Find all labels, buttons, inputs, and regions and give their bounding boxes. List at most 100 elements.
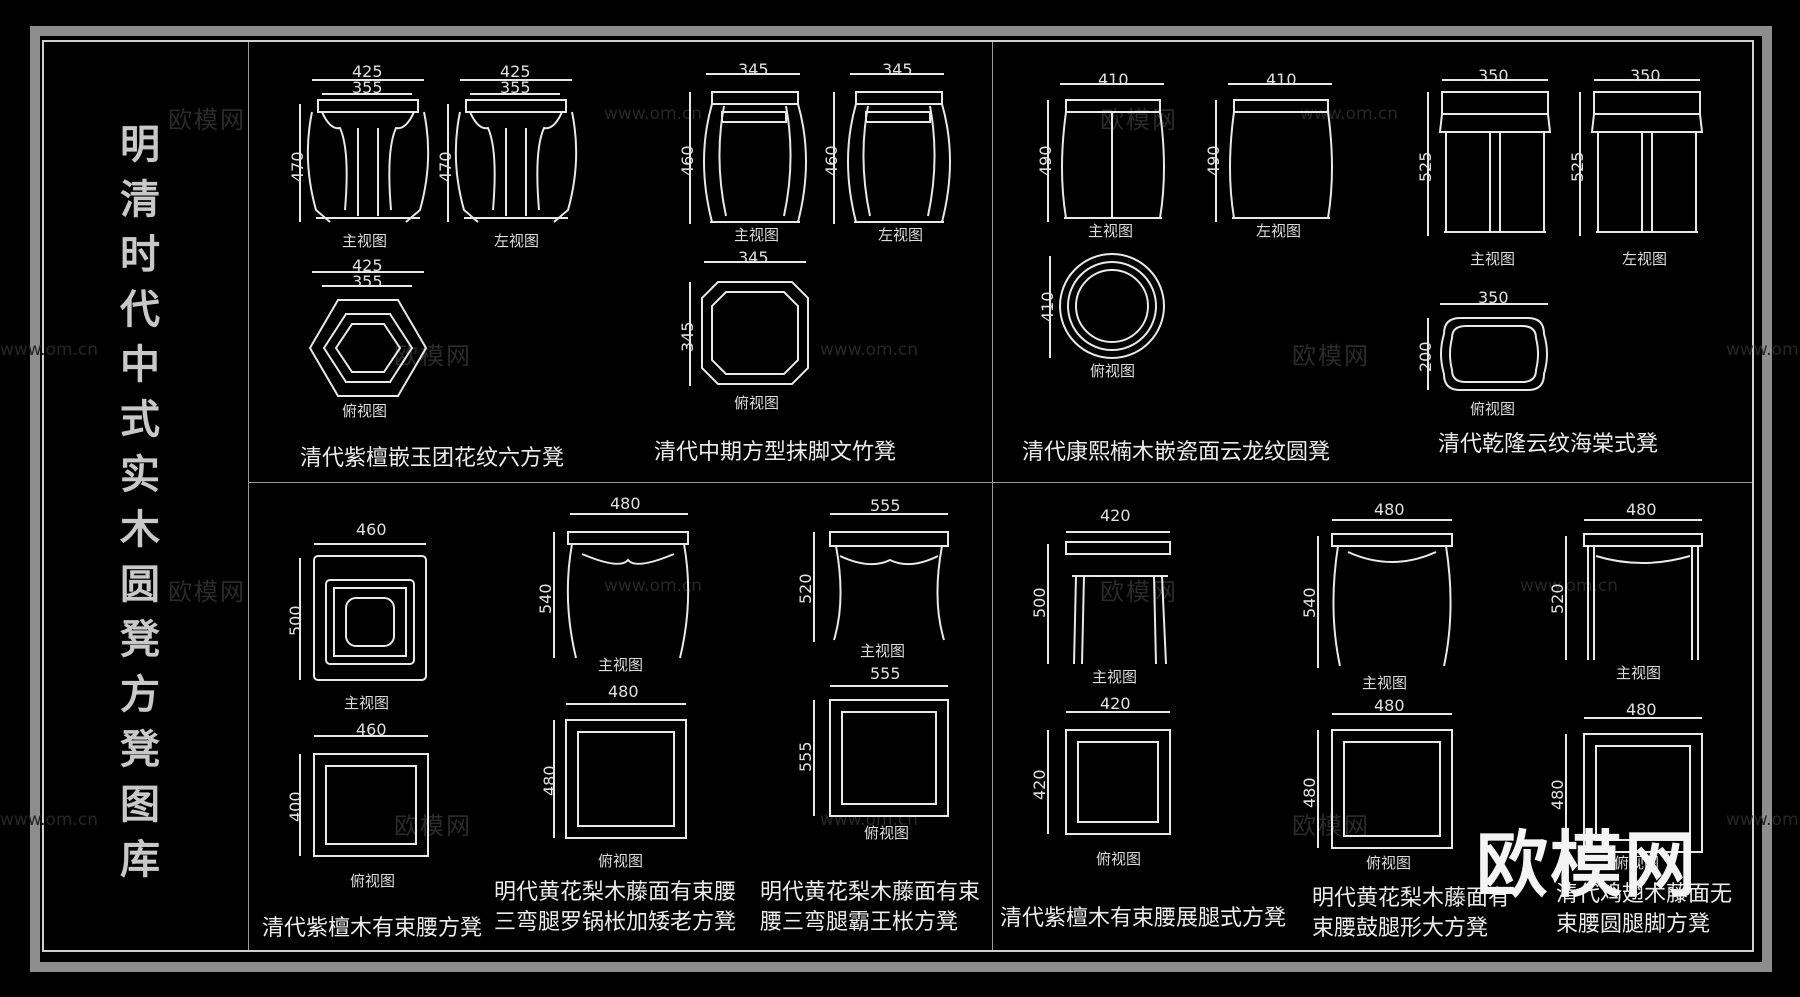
dim-label: 345 <box>738 248 769 267</box>
stool-8-top-view <box>1047 711 1171 835</box>
stool-1-left-view <box>447 79 578 223</box>
stool-2-top-view <box>689 261 809 386</box>
stool-7-front-view <box>813 513 949 642</box>
stool-9-front-view <box>1317 519 1453 668</box>
view-caption: 俯视图 <box>1096 850 1142 868</box>
dim-label: 420 <box>1100 506 1131 525</box>
dim-label: 490 <box>1036 145 1055 176</box>
stool-8-front-view <box>1047 531 1171 665</box>
item-title: 明代黄花梨木藤面有束腰三弯腿罗锅枨加矮老方凳 <box>494 880 737 935</box>
item-title: 清代乾隆云纹海棠式凳 <box>1438 432 1659 457</box>
view-caption: 主视图 <box>1088 222 1134 240</box>
dim-label: 425 <box>352 256 383 275</box>
dim-label: 355 <box>500 78 531 97</box>
stool-3-top-view <box>1049 253 1165 359</box>
dim-label: 345 <box>678 321 697 352</box>
watermark-url: www.om.cn <box>604 104 703 124</box>
side-title: 明清时代中式实木圆凳方凳图库 <box>120 122 160 883</box>
dim-label: 350 <box>1630 66 1661 85</box>
stool-4-front-view <box>1427 79 1552 236</box>
view-caption: 俯视图 <box>598 852 644 870</box>
view-caption: 俯视图 <box>342 402 388 420</box>
dim-label: 480 <box>608 682 639 701</box>
view-caption: 左视图 <box>1256 222 1302 240</box>
dim-label: 525 <box>1416 151 1435 182</box>
watermark-url: www.om.cn <box>1726 340 1800 360</box>
view-caption: 主视图 <box>860 642 906 660</box>
dim-label: 410 <box>1038 291 1057 322</box>
outer-frame <box>30 26 1772 972</box>
watermark: 欧模网 <box>1292 342 1370 370</box>
divider-middle <box>992 42 993 950</box>
dim-label: 410 <box>1266 70 1297 89</box>
view-caption: 俯视图 <box>734 394 780 412</box>
dim-label: 355 <box>352 78 383 97</box>
view-caption: 左视图 <box>494 232 540 250</box>
dim-label: 470 <box>436 151 455 182</box>
dim-label: 355 <box>352 272 383 291</box>
dim-label: 480 <box>1626 700 1657 719</box>
dim-label: 420 <box>1030 769 1049 800</box>
view-caption: 主视图 <box>734 226 780 244</box>
stool-6-front-view <box>553 513 690 659</box>
dim-label: 525 <box>1568 151 1587 182</box>
stool-10-top-view <box>1565 717 1703 853</box>
dim-label: 460 <box>356 520 387 539</box>
stool-1-top-view <box>308 271 428 397</box>
site-logo: 欧模网 <box>1476 823 1699 907</box>
item-title: 清代中期方型抹脚文竹凳 <box>654 440 897 465</box>
watermark-url: www.om.cn <box>1726 810 1800 830</box>
stool-4-top-view <box>1427 303 1548 391</box>
dim-label: 460 <box>822 145 841 176</box>
stool-4-left-view <box>1579 79 1704 236</box>
view-caption: 左视图 <box>1622 250 1668 268</box>
dim-label: 480 <box>1374 696 1405 715</box>
item-title: 明代黄花梨木藤面有束腰鼓腿形大方凳 <box>1312 886 1511 941</box>
stool-1-front-view <box>299 79 430 223</box>
item-title: 清代鸡翅木藤面无束腰圆腿脚方凳 <box>1556 882 1733 937</box>
dim-label: 420 <box>1100 694 1131 713</box>
inner-frame <box>42 40 1754 952</box>
dim-label: 345 <box>882 60 913 79</box>
dim-label: 425 <box>500 62 531 81</box>
dim-label: 480 <box>540 765 559 796</box>
stool-2-left-view <box>833 73 951 224</box>
divider-left <box>248 42 249 950</box>
dim-label: 425 <box>352 62 383 81</box>
stool-2-front-view <box>689 73 807 224</box>
watermark-url: www.om.cn <box>820 340 919 360</box>
stool-3-front-view <box>1047 83 1165 222</box>
dim-label: 490 <box>1204 145 1223 176</box>
watermark: 欧模网 <box>394 812 472 840</box>
view-caption: 俯视图 <box>864 824 910 842</box>
item-title: 明代黄花梨木藤面有束腰三弯腿霸王枨方凳 <box>760 880 981 935</box>
view-caption: 主视图 <box>344 694 390 712</box>
dim-label: 540 <box>1300 587 1319 618</box>
dim-label: 345 <box>738 60 769 79</box>
divider-horizontal <box>249 482 1752 483</box>
view-caption: 俯视图 <box>1366 854 1412 872</box>
dim-label: 350 <box>1478 288 1509 307</box>
stool-3-left-view <box>1215 83 1333 222</box>
watermark-url: www.om.cn <box>604 576 703 596</box>
dim-label: 520 <box>1548 583 1567 614</box>
dim-label: 500 <box>1030 587 1049 618</box>
item-title: 清代康熙楠木嵌瓷面云龙纹圆凳 <box>1022 440 1331 465</box>
item-title: 清代紫檀木有束腰展腿式方凳 <box>1000 906 1287 931</box>
watermark-url: www.om.cn <box>0 810 99 830</box>
dim-label: 540 <box>536 583 555 614</box>
watermark: 欧模网 <box>168 106 246 134</box>
view-caption: 主视图 <box>598 656 644 674</box>
stool-10-front-view <box>1565 519 1703 660</box>
dim-label: 400 <box>286 791 305 822</box>
watermark: 欧模网 <box>168 578 246 606</box>
dim-label: 200 <box>1416 341 1435 372</box>
dim-label: 555 <box>870 664 901 683</box>
watermark-url: www.om.cn <box>1300 104 1399 124</box>
dim-label: 555 <box>796 741 815 772</box>
stool-7-top-view <box>813 685 949 817</box>
view-caption: 左视图 <box>878 226 924 244</box>
dim-label: 520 <box>796 573 815 604</box>
item-title: 清代紫檀嵌玉团花纹六方凳 <box>300 446 565 471</box>
